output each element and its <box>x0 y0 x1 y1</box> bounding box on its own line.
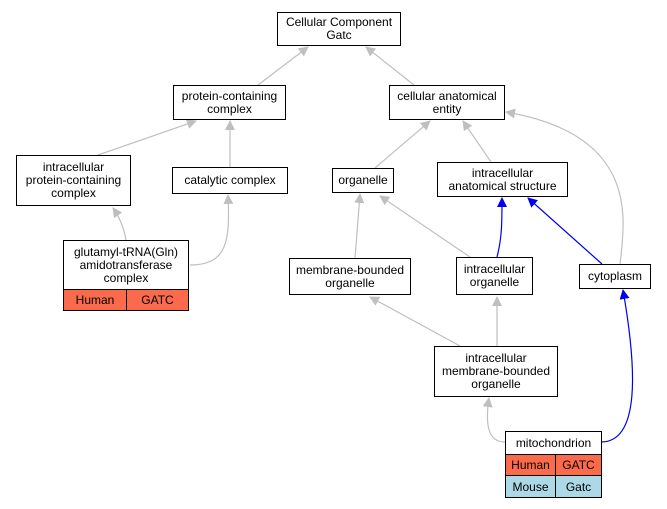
node-glutamyl-trna-amidotransferase-complex[interactable]: glutamyl-tRNA(Gln) amidotransferase comp… <box>63 240 189 290</box>
edge-glutamyl-to-catalytic <box>189 194 234 266</box>
annotation-species-mouse: Mouse <box>505 475 556 498</box>
node-label: intracellular protein-containing complex <box>25 160 122 200</box>
node-label: organelle <box>338 173 388 187</box>
node-label: mitochondrion <box>515 435 592 450</box>
annotation-species-human: Human <box>505 454 556 476</box>
node-label: protein-containing complex <box>181 88 278 116</box>
node-catalytic-complex[interactable]: catalytic complex <box>172 167 288 194</box>
edge-mitochondrion-to-cytoplasm <box>600 289 634 443</box>
node-intracellular-membrane-bounded-organelle[interactable]: intracellular membrane-bounded organelle <box>434 346 558 397</box>
node-cytoplasm[interactable]: cytoplasm <box>579 264 651 289</box>
node-protein-containing-complex[interactable]: protein-containing complex <box>173 85 286 120</box>
edge-cytoplasm-to-anatomical-structure <box>527 197 603 265</box>
node-label: intracellular membrane-bounded organelle <box>441 351 551 391</box>
edge-organelle-to-anatomical-entity <box>374 120 431 169</box>
annotation-table-mitochondrion-human: Human GATC <box>505 454 602 476</box>
node-label: catalytic complex <box>184 173 276 187</box>
node-label: intracellular anatomical structure <box>448 165 557 193</box>
node-organelle[interactable]: organelle <box>332 168 394 193</box>
node-intracellular-anatomical-structure[interactable]: intracellular anatomical structure <box>437 162 568 197</box>
node-label: membrane-bounded organelle <box>295 262 405 290</box>
node-membrane-bounded-organelle[interactable]: membrane-bounded organelle <box>289 258 411 295</box>
edge-anatomical-entity-to-root <box>365 46 415 86</box>
annotation-species-human: Human <box>63 289 127 311</box>
node-label: cellular anatomical entity <box>397 88 497 116</box>
edge-membrane-organelle-to-organelle <box>354 193 365 259</box>
annotation-table-mitochondrion-mouse: Mouse Gatc <box>505 475 602 498</box>
edge-intracellular-complex-to-protein-complex <box>97 119 197 156</box>
edge-protein-complex-to-root <box>257 46 309 86</box>
annotation-gene: GATC <box>555 454 602 476</box>
node-label: intracellular organelle <box>463 262 526 289</box>
node-cellular-anatomical-entity[interactable]: cellular anatomical entity <box>389 85 505 120</box>
edge-intracellular-organelle-to-organelle <box>379 195 471 258</box>
edge-imbo-to-membrane-organelle <box>369 296 461 347</box>
node-label: Cellular Component Gatc <box>285 15 393 42</box>
edge-intracellular-organelle-to-anatomical-structure <box>496 197 507 258</box>
node-label: glutamyl-tRNA(Gln) amidotransferase comp… <box>73 244 178 285</box>
edge-anatomical-structure-to-anatomical-entity <box>462 120 492 163</box>
edge-cytoplasm-to-anatomical-entity <box>505 108 624 265</box>
node-mitochondrion[interactable]: mitochondrion <box>505 431 602 455</box>
node-cellular-component-root[interactable]: Cellular Component Gatc <box>277 12 401 46</box>
annotation-gene: Gatc <box>555 475 602 498</box>
node-label: cytoplasm <box>587 269 643 283</box>
node-intracellular-organelle[interactable]: intracellular organelle <box>456 257 533 295</box>
edge-mitochondrion-to-imbo <box>482 397 506 443</box>
annotation-gene: GATC <box>126 289 189 311</box>
edge-glutamyl-to-intracellular-complex <box>112 207 127 241</box>
node-intracellular-protein-containing-complex[interactable]: intracellular protein-containing complex <box>16 155 131 206</box>
annotation-table-glutamyl: Human GATC <box>63 289 189 311</box>
